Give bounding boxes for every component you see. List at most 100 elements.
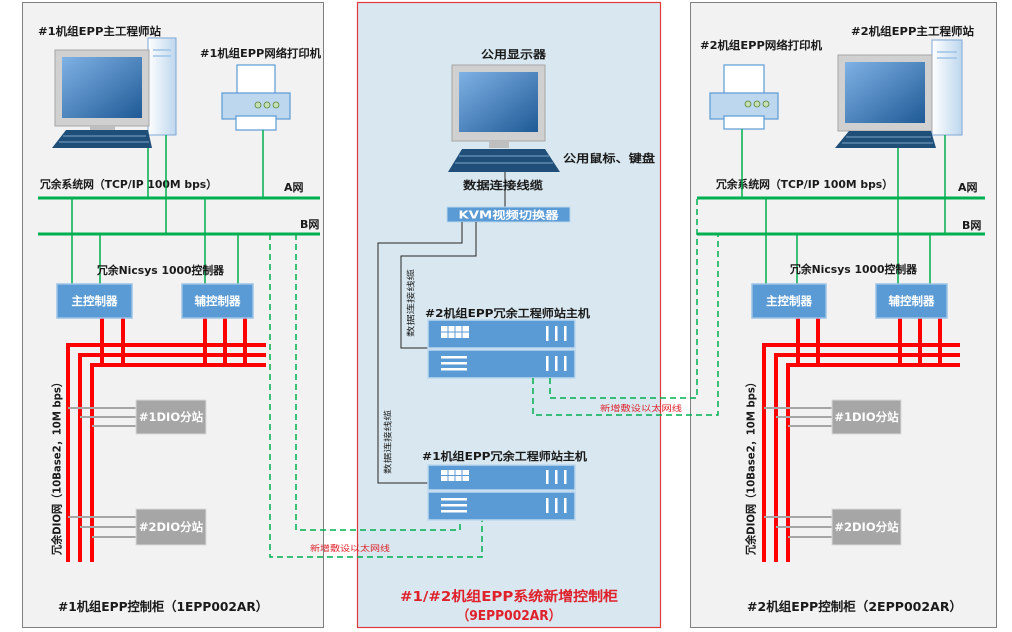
kvm-to-host1-cable xyxy=(377,222,463,484)
tower xyxy=(931,39,963,136)
printer-light xyxy=(762,100,770,108)
middle-new-cable-label: 新增敷设以太网线 xyxy=(600,403,682,413)
right-dio-bus-1 xyxy=(762,343,960,562)
data-cable-label-host2: 数据连接线缆 xyxy=(406,269,416,337)
kvm-switch xyxy=(446,206,571,223)
host-1-vent xyxy=(546,470,549,484)
left-main-controller-label: 主控制器 xyxy=(72,294,118,308)
host-2-vent xyxy=(546,326,549,341)
shared-monitor-screen xyxy=(459,72,538,132)
shared-monitor-label: 公用显示器 xyxy=(481,48,547,61)
data-cable-label-host1: 数据连接线缆 xyxy=(383,410,393,474)
printer-tray xyxy=(235,115,277,131)
left-system-net-label: 冗余系统网（TCP/IP 100M bps） xyxy=(39,177,217,191)
printer-icon xyxy=(221,64,291,131)
left-dio-bus-1 xyxy=(66,343,266,562)
printer-paper xyxy=(723,64,765,96)
right-printer-label: #2机组EPP网络打印机 xyxy=(700,38,822,52)
middle-cabinet-title: #1/#2机组EPP系统新增控制柜 xyxy=(400,588,619,605)
printer-light xyxy=(744,100,752,108)
right-main-controller xyxy=(751,283,827,319)
right-net-b-label: B网 xyxy=(962,219,981,232)
host-2-vent xyxy=(555,356,558,371)
left-aux-controller-label: 辅控制器 xyxy=(195,294,241,308)
left-printer-label: #1机组EPP网络打印机 xyxy=(200,46,321,60)
host-2-vent xyxy=(555,326,558,341)
host-2-vent xyxy=(564,356,567,371)
printer-light xyxy=(263,101,271,109)
server-icon xyxy=(427,319,576,379)
kvm-switch-label: KVM视频切换器 xyxy=(459,209,560,222)
host-1-slot xyxy=(441,498,467,501)
host-1-vent xyxy=(555,498,558,513)
monitor-screen xyxy=(845,62,925,123)
left-engineer-station-label: #1机组EPP主工程师站 xyxy=(38,24,161,38)
left-net-a-label: A网 xyxy=(284,181,304,194)
right-main-controller-label: 主控制器 xyxy=(766,294,812,308)
monitor-icon xyxy=(451,64,546,148)
left-dio-bus-3 xyxy=(90,363,266,562)
computer-icon xyxy=(52,37,177,148)
monitor-screen xyxy=(62,57,142,118)
left-new-cable-label: 新增敷设以太网线 xyxy=(310,543,390,553)
host-1-slot xyxy=(441,510,467,513)
right-dio-station-2-label: #2DIO分站 xyxy=(834,520,899,534)
left-main-controller xyxy=(56,283,133,319)
host-1-vent xyxy=(564,498,567,513)
shared-keyboard xyxy=(448,149,560,172)
left-dio-station-1 xyxy=(135,399,207,435)
right-engineer-station-label: #2机组EPP主工程师站 xyxy=(851,24,974,38)
left-aux-controller xyxy=(181,283,254,319)
printer-light xyxy=(272,101,280,109)
right-net-a-label: A网 xyxy=(958,181,978,194)
right-aux-controller xyxy=(875,283,948,319)
host-1-label: #1机组EPP冗余工程师站主机 xyxy=(422,449,587,463)
host-2-slot xyxy=(441,368,467,371)
printer-tray xyxy=(723,115,765,130)
right-cabinet-title: #2机组EPP控制柜（2EPP002AR） xyxy=(747,599,962,614)
right-dio-net-label: 冗余DIO网（10Base2，10M bps） xyxy=(744,377,758,556)
host-2-label: #2机组EPP冗余工程师站主机 xyxy=(425,306,590,320)
printer-icon xyxy=(709,64,779,130)
right-new-cable-net-a xyxy=(549,198,698,399)
right-aux-controller-label: 辅控制器 xyxy=(889,294,935,308)
keyboard-icon xyxy=(835,131,936,148)
host-2-slot xyxy=(441,356,467,359)
left-workstation xyxy=(52,37,177,148)
left-new-cable-net-b-b xyxy=(295,234,461,531)
shared-monitor-stand xyxy=(489,141,509,148)
printer-light xyxy=(753,100,761,108)
left-dio-station-2-label: #2DIO分站 xyxy=(139,520,204,534)
computer-icon xyxy=(835,39,963,148)
keyboard-icon xyxy=(52,130,152,148)
tower xyxy=(147,37,177,136)
host-2-vent xyxy=(564,326,567,341)
left-dio-station-1-label: #1DIO分站 xyxy=(139,410,204,424)
right-dio-station-1 xyxy=(831,399,902,435)
left-net-b-label: B网 xyxy=(300,218,319,231)
server-icon xyxy=(427,464,576,521)
shared-mouse-keyboard-label: 公用鼠标、键盘 xyxy=(563,151,655,165)
printer-light xyxy=(254,101,262,109)
right-dio-station-1-label: #1DIO分站 xyxy=(834,410,899,424)
host-1-vent xyxy=(546,498,549,513)
host-2-slot xyxy=(441,362,467,365)
middle-cabinet-subtitle: （9EPP002AR） xyxy=(457,608,561,624)
left-new-cable-net-b-a xyxy=(269,234,483,558)
left-controller-group-label: 冗余Nicsys 1000控制器 xyxy=(96,263,225,277)
left-cabinet-title: #1机组EPP控制柜（1EPP002AR） xyxy=(58,599,268,614)
right-dio-station-2 xyxy=(831,508,902,546)
printer-paper xyxy=(236,64,276,96)
data-cable-label-top: 数据连接线缆 xyxy=(463,178,543,192)
monitor-stand xyxy=(90,126,115,130)
host-1-vent xyxy=(555,470,558,484)
left-dio-net-label: 冗余DIO网（10Base2，10M bps） xyxy=(50,377,64,556)
right-system-net-label: 冗余系统网（TCP/IP 100M bps） xyxy=(715,177,893,191)
left-dio-station-2 xyxy=(135,508,207,546)
host-1-slot xyxy=(441,504,467,507)
kvm-to-host2-cable xyxy=(400,222,477,349)
right-new-cable-net-b xyxy=(532,234,719,416)
host-1-vent xyxy=(564,470,567,484)
